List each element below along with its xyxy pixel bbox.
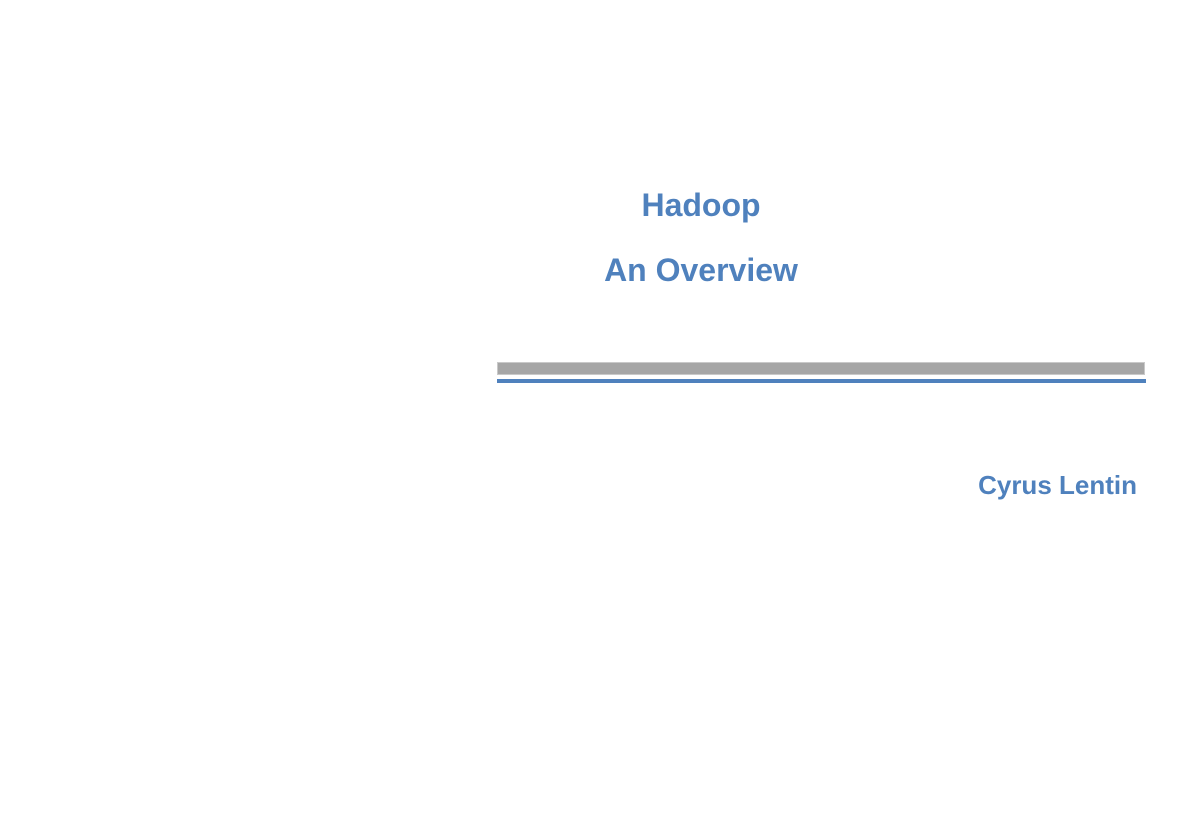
slide-title-line-1: Hadoop <box>641 187 761 223</box>
author-name: Cyrus Lentin <box>978 470 1137 500</box>
divider-blue-line <box>497 379 1146 383</box>
slide-title-line-2: An Overview <box>604 252 798 288</box>
divider-gray-bar <box>497 362 1145 375</box>
